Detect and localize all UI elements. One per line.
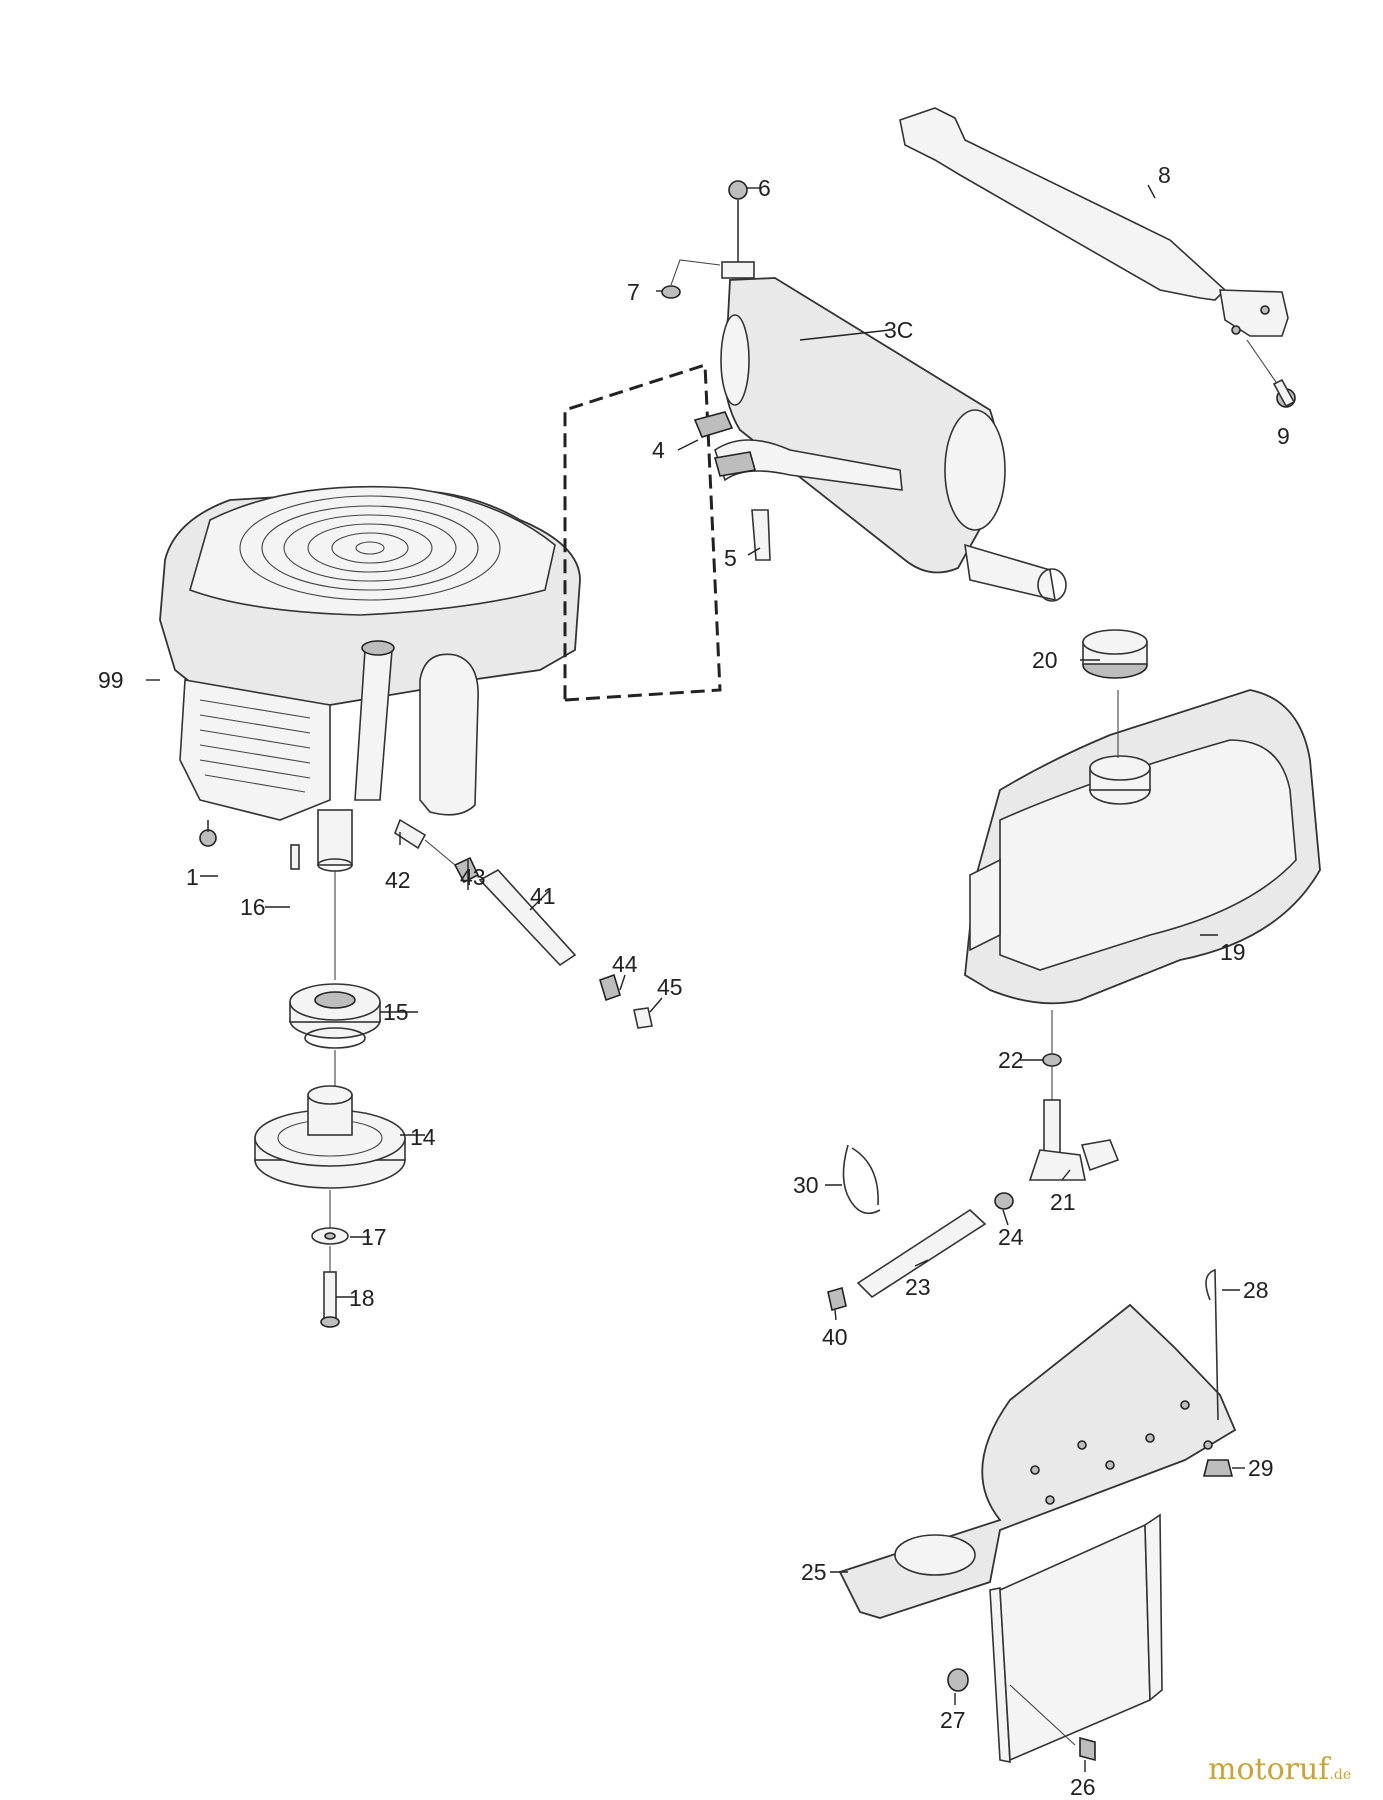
label-part-4: 4 — [652, 437, 665, 463]
label-part-21: 21 — [1050, 1189, 1076, 1215]
label-part-26: 26 — [1070, 1774, 1096, 1800]
brand-suffix: .de — [1329, 1767, 1352, 1783]
label-part-15: 15 — [383, 999, 409, 1025]
label-part-8: 8 — [1158, 162, 1171, 188]
dashed-connection-outline — [563, 362, 722, 702]
label-part-9: 9 — [1277, 423, 1290, 449]
bolt-1 — [199, 829, 217, 847]
label-part-28: 28 — [1243, 1277, 1269, 1303]
oil-drain-assembly — [394, 818, 653, 1029]
label-part-44: 44 — [612, 951, 638, 977]
label-part-43: 43 — [460, 864, 486, 890]
part-number-labels: 1 3C 4 5 6 7 8 9 14 15 16 17 18 19 20 21… — [98, 162, 1290, 1800]
muffler-assembly — [661, 180, 1067, 602]
label-part-42: 42 — [385, 867, 411, 893]
label-part-3c: 3C — [884, 317, 913, 343]
label-part-25: 25 — [801, 1559, 827, 1585]
bracket-8 — [899, 107, 1296, 408]
mounting-plate-assembly — [838, 1268, 1237, 1763]
brand-watermark: motoruf.de — [1208, 1752, 1351, 1787]
engine-assembly — [159, 485, 581, 872]
label-part-14: 14 — [410, 1124, 436, 1150]
label-part-7: 7 — [627, 279, 640, 305]
brand-name: motoruf — [1208, 1752, 1330, 1787]
label-part-19: 19 — [1220, 939, 1246, 965]
label-part-6: 6 — [758, 175, 771, 201]
label-part-18: 18 — [349, 1285, 375, 1311]
pulley-assembly — [254, 844, 406, 1328]
label-part-40: 40 — [822, 1324, 848, 1350]
label-part-22: 22 — [998, 1047, 1024, 1073]
label-part-20: 20 — [1032, 647, 1058, 673]
label-part-17: 17 — [361, 1224, 387, 1250]
label-part-5: 5 — [724, 545, 737, 571]
label-part-29: 29 — [1248, 1455, 1274, 1481]
label-part-45: 45 — [657, 974, 683, 1000]
label-part-23: 23 — [905, 1274, 931, 1300]
fuel-line-assembly — [827, 1099, 1120, 1312]
label-part-30: 30 — [793, 1172, 819, 1198]
label-part-16: 16 — [240, 894, 266, 920]
label-part-41: 41 — [530, 883, 556, 909]
label-part-24: 24 — [998, 1224, 1024, 1250]
fuel-tank-assembly — [964, 629, 1321, 1100]
label-part-27: 27 — [940, 1707, 966, 1733]
label-part-1: 1 — [186, 864, 199, 890]
leader-lines — [146, 184, 1245, 1772]
label-part-99: 99 — [98, 667, 124, 693]
